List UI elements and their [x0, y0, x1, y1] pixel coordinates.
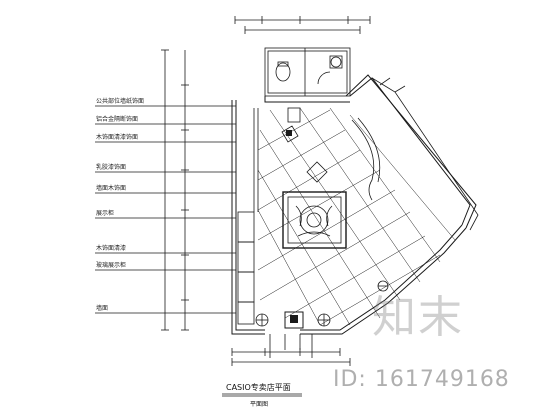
- top-dimension-line: [234, 16, 371, 34]
- fixture-marker: [286, 130, 292, 136]
- shop-outline: [231, 74, 477, 335]
- label-1: 铝合金隔断饰面: [96, 115, 138, 123]
- watermark-id: ID: 161749168: [333, 367, 510, 392]
- drawing-title: CASIO专卖店平面: [226, 382, 291, 392]
- drawing-subtitle: 平面图: [250, 401, 268, 408]
- entrance-mat: [290, 315, 298, 323]
- cashier-counter: [351, 117, 381, 201]
- watermark-logo: 知末: [372, 292, 464, 343]
- potted-plant-corner: [377, 280, 389, 292]
- label-5: 展示柜: [96, 209, 114, 217]
- entrance: [269, 311, 313, 358]
- restroom-block: [264, 47, 351, 97]
- label-7: 玻璃展示柜: [96, 261, 126, 269]
- label-4: 墙面木饰面: [96, 184, 126, 192]
- label-8: 墙面: [96, 304, 108, 312]
- left-dimension-lines: [161, 49, 189, 331]
- label-3: 乳胶漆饰面: [96, 163, 126, 171]
- potted-plant-right: [317, 313, 331, 327]
- potted-plant-left: [255, 313, 269, 327]
- small-display-table: [281, 107, 328, 183]
- label-0: 公共部位墙纸饰面: [96, 97, 144, 105]
- bottom-dimension-lines: [231, 348, 351, 366]
- label-6: 木饰面清漆: [96, 244, 126, 252]
- facade-wall: [371, 77, 479, 231]
- leader-lines: [95, 105, 236, 314]
- left-display-cabinets: [237, 108, 259, 325]
- label-2: 木饰面清漆饰面: [96, 133, 138, 141]
- central-display-counter: [282, 191, 347, 249]
